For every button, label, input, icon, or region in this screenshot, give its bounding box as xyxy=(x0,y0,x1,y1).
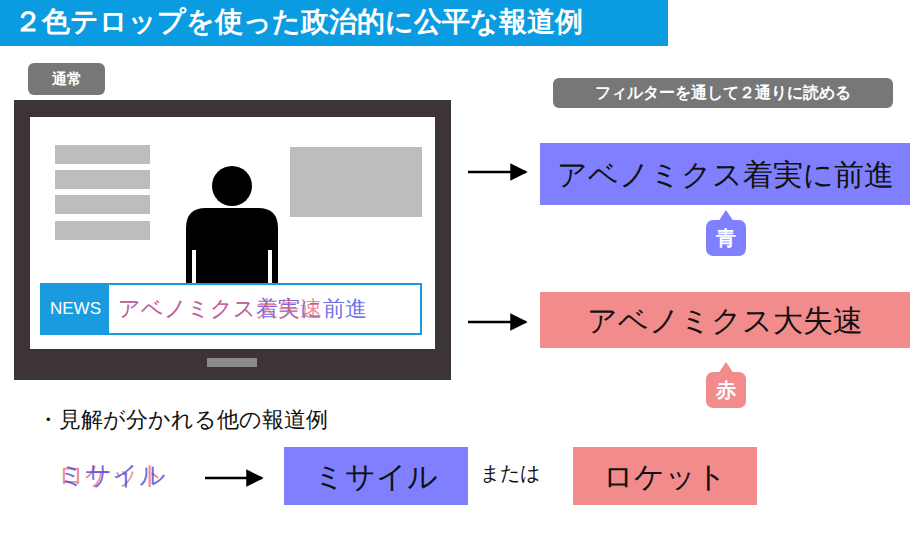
arrow xyxy=(205,477,262,480)
arrow xyxy=(468,171,526,174)
result-box: ロケット xyxy=(573,447,757,505)
tag-label: 通常 xyxy=(28,63,105,95)
title: ２色テロップを使った政治的に公平な報道例 xyxy=(14,7,583,38)
screen-bar xyxy=(55,145,150,164)
tv-frame xyxy=(14,100,451,380)
anchor-head xyxy=(212,166,252,206)
box-text: フィルターを通して２通りに読める xyxy=(595,84,851,102)
news-badge: NEWS xyxy=(42,285,109,333)
screen-panel xyxy=(290,147,422,217)
result-box: ミサイル xyxy=(284,447,468,505)
box-text: アベノミクス着実に前進 xyxy=(557,158,894,191)
box-text: 青 xyxy=(716,227,736,249)
title-band xyxy=(0,0,668,46)
box-text: NEWS xyxy=(50,300,101,319)
callout-bubble: 青 xyxy=(706,220,746,256)
result-box: アベノミクス着実に前進 xyxy=(540,143,910,205)
tag-label: フィルターを通して２通りに読める xyxy=(553,78,893,108)
tv-screen xyxy=(30,117,435,349)
connector-word: または xyxy=(480,462,540,484)
section-note: ・見解が分かれる他の報道例 xyxy=(37,408,328,432)
telop-bar: アベノミクス着実に前進アベノミクス大失速NEWS xyxy=(40,283,422,335)
screen-bar xyxy=(55,170,150,189)
arrow xyxy=(468,321,526,324)
box-text: 赤 xyxy=(716,379,736,401)
anchor-body xyxy=(186,208,278,283)
box-text: ロケット xyxy=(603,460,727,493)
box-text: 通常 xyxy=(52,71,82,88)
screen-bar xyxy=(55,221,150,240)
box-text: アベノミクス大失速 xyxy=(587,304,863,337)
tv-button xyxy=(207,358,257,367)
overlap-text: ミサイル xyxy=(58,461,166,490)
box-text: ミサイル xyxy=(314,460,438,493)
overlap-text: アベノミクス大失速 xyxy=(118,297,322,321)
screen-bar xyxy=(55,195,150,214)
callout-bubble: 赤 xyxy=(706,372,746,408)
result-box: アベノミクス大失速 xyxy=(540,292,910,348)
